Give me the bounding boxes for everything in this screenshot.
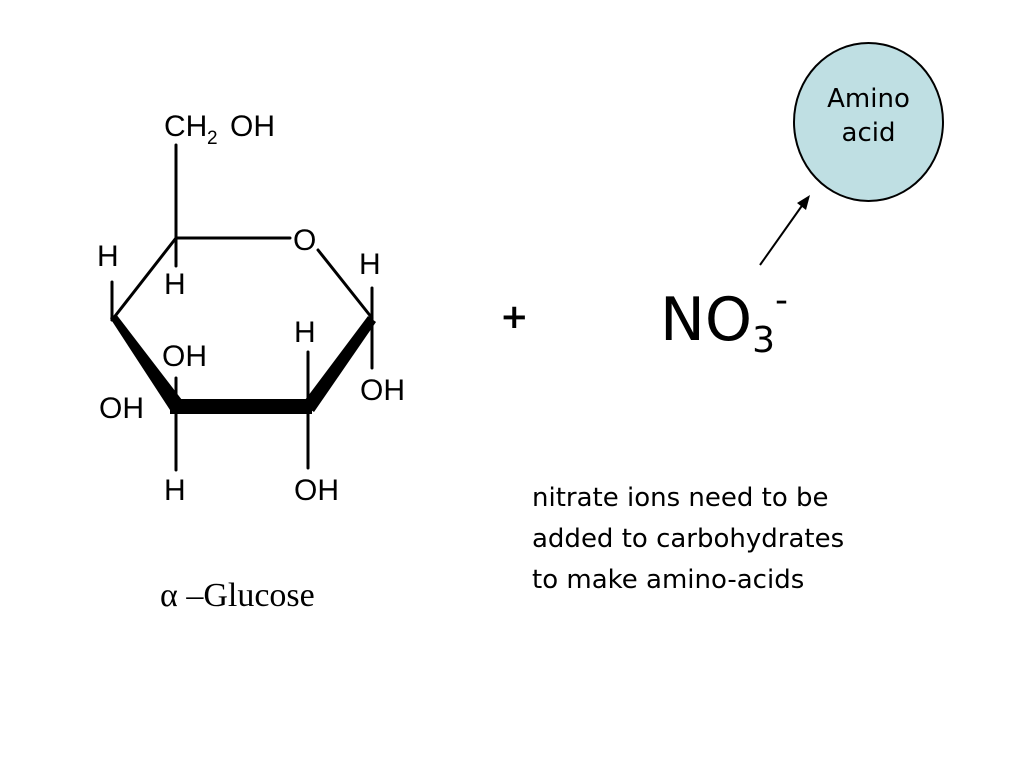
nitrate-subscript: 3 [752,320,776,361]
nitrate-base: NO [660,285,753,355]
bond-c3-c2-bold [170,399,312,414]
nitrate-charge: - [775,280,789,321]
label-c1-h: H [359,248,381,281]
label-ch2oh-subscript: 2 [207,128,218,149]
label-c1-oh: OH [360,374,405,407]
label-c2-h-top: H [294,316,316,349]
label-c2-oh-bottom: OH [294,474,339,507]
explanation-caption: nitrate ions need to be added to carbohy… [532,478,992,601]
arrow-head [797,195,810,210]
label-c5-h-left: H [97,240,119,273]
caption-line-3: to make amino-acids [532,565,805,595]
label-ch2oh-oh: OH [230,110,275,143]
label-ch2oh-ch: CH [164,110,207,143]
label-c4-oh: OH [99,392,144,425]
bond-ring-o-c1 [316,248,374,320]
bond-c5-c4 [110,236,178,322]
amino-acid-line1: Amino [827,84,910,115]
amino-acid-bubble: Amino acid [793,42,944,202]
bond-c4-c3-wedge [110,314,182,410]
plus-sign: + [500,297,529,337]
amino-acid-line2: acid [841,118,896,148]
label-c3-h-bottom: H [164,474,186,507]
caption-line-1: nitrate ions need to be [532,483,829,513]
glucose-name-label: α –Glucose [160,577,315,614]
arrow-to-amino-acid [759,199,807,266]
label-c5-h-below: H [164,268,186,301]
bond-c2-c1-wedge [302,316,376,412]
label-c3-oh-top: OH [162,340,207,373]
nitrate-formula: NO3- [660,283,788,359]
label-ring-oxygen: O [293,224,316,257]
caption-line-2: added to carbohydrates [532,524,845,554]
